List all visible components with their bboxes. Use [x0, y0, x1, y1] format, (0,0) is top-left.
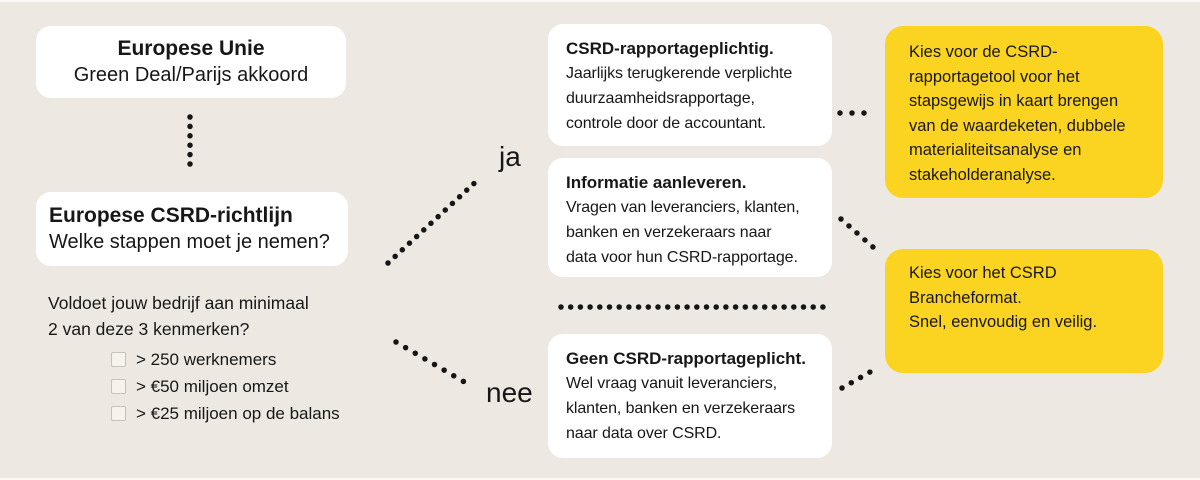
criteria-label: > €25 miljoen op de balans [136, 403, 340, 423]
criteria-checklist: > 250 werknemers > €50 miljoen omzet > €… [111, 346, 340, 427]
criteria-item-employees: > 250 werknemers [111, 346, 340, 373]
geen-rapportageplicht-box: Geen CSRD-rapportageplicht. Wel vraag va… [548, 334, 832, 458]
rapportageplichtig-box: CSRD-rapportageplichtig. Jaarlijks terug… [548, 24, 832, 146]
cta-brancheformat: Kies voor het CSRD Brancheformat. Snel, … [885, 249, 1163, 373]
csrd-richtlijn-subtitle: Welke stappen moet je nemen? [49, 231, 330, 253]
csrd-richtlijn-box: Europese CSRD-richtlijn Welke stappen mo… [36, 192, 348, 266]
connector-info-to-branche [838, 216, 876, 250]
connector-geen-to-branche [839, 369, 873, 391]
criteria-item-balance: > €25 miljoen op de balans [111, 400, 340, 427]
yes-branch-label: ja [499, 141, 521, 172]
informatie-aanleveren-box: Informatie aanleveren. Vragen van levera… [548, 158, 832, 277]
informatie-aanleveren-body: Vragen van leveranciers, klanten, banken… [566, 199, 800, 266]
geen-rapportageplicht-body: Wel vraag vanuit leveranciers, klanten, … [566, 375, 796, 442]
eu-box-subtitle: Green Deal/Parijs akkoord [73, 64, 309, 86]
checkbox-icon[interactable] [111, 352, 126, 367]
no-branch-label: nee [486, 377, 533, 408]
cta-rapportagetool-text: Kies voor de CSRD- rapportagetool voor h… [909, 43, 1126, 184]
cta-brancheformat-text: Kies voor het CSRD Brancheformat. Snel, … [909, 264, 1098, 332]
cta-rapportagetool: Kies voor de CSRD- rapportagetool voor h… [885, 26, 1163, 198]
rapportageplichtig-title: CSRD-rapportageplichtig. [566, 39, 774, 58]
csrd-richtlijn-title: Europese CSRD-richtlijn [49, 204, 293, 227]
top-edge-divider [0, 0, 1200, 2]
criteria-label: > €50 miljoen omzet [136, 376, 289, 396]
eu-box-title: Europese Unie [117, 37, 265, 60]
rapportageplichtig-body: Jaarlijks terugkerende verplichte duurza… [566, 65, 793, 132]
bottom-edge-divider [0, 478, 1200, 480]
criteria-item-revenue: > €50 miljoen omzet [111, 373, 340, 400]
checkbox-icon[interactable] [111, 379, 126, 394]
criteria-question: Voldoet jouw bedrijf aan minimaal 2 van … [48, 293, 309, 339]
criteria-label: > 250 werknemers [136, 349, 277, 369]
checkbox-icon[interactable] [111, 406, 126, 421]
connector-ja [385, 174, 484, 266]
geen-rapportageplicht-title: Geen CSRD-rapportageplicht. [566, 349, 806, 368]
connector-nee [393, 339, 476, 390]
informatie-aanleveren-title: Informatie aanleveren. [566, 173, 747, 192]
eu-box: Europese Unie Green Deal/Parijs akkoord [36, 26, 346, 98]
